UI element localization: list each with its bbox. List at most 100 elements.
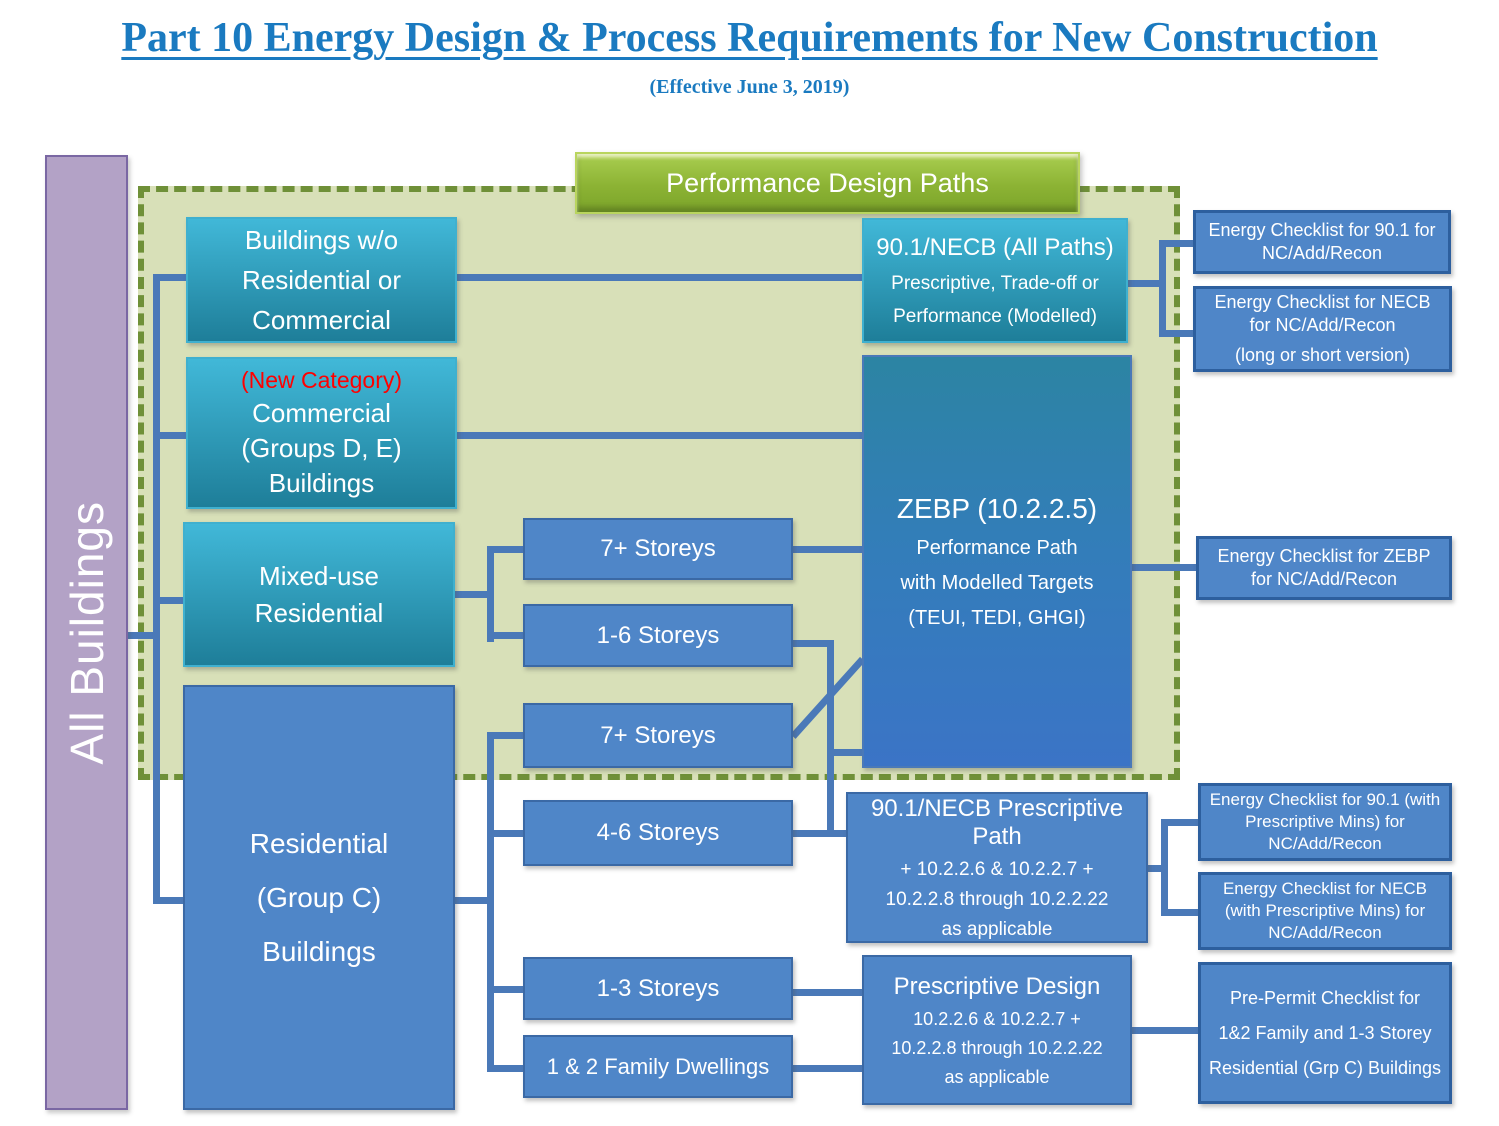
box-res-1to3-storeys: 1-3 Storeys [523, 957, 793, 1020]
checklist-prepermit: Pre-Permit Checklist for 1&2 Family and … [1198, 962, 1452, 1104]
connector-res-bracket-vertical [487, 732, 494, 1072]
page-subtitle: (Effective June 3, 2019) [649, 76, 850, 98]
box-line: Buildings [268, 468, 375, 499]
box-line: Energy Checklist for NECB (with Prescrip… [1222, 878, 1428, 943]
checklist-necb-nc: Energy Checklist for NECB for NC/Add/Rec… [1193, 286, 1452, 372]
box-line: Prescriptive, Trade-off or [891, 272, 1099, 294]
checklist-901-prescriptive-mins: Energy Checklist for 90.1 (with Prescrip… [1198, 783, 1452, 861]
connector-mixed-to-7plus [487, 546, 523, 553]
connector-res-to-7plus [487, 732, 523, 739]
connector-4to6-to-prescriptive-path [793, 830, 846, 837]
box-residential-group-c: Residential (Group C) Buildings [183, 685, 455, 1110]
box-line: as applicable [941, 918, 1053, 940]
box-line: Energy Checklist for 90.1 (with Prescrip… [1209, 789, 1441, 854]
box-line: Buildings [262, 935, 376, 967]
box-line: 10.2.2.8 through 10.2.2.22 [891, 1037, 1103, 1058]
connector-res-to-4to6 [487, 830, 523, 837]
box-title: ZEBP (10.2.2.5) [896, 493, 1098, 524]
connector-prescdesign-to-prepermit [1132, 1027, 1198, 1034]
box-line: Buildings w/o [244, 224, 399, 255]
new-category-tag: (New Category) [240, 366, 403, 393]
connector-necb-to-bracket [1128, 280, 1166, 287]
box-line: (Group C) [256, 881, 382, 913]
performance-design-paths-label: Performance Design Paths [666, 167, 989, 198]
box-line: Energy Checklist for 90.1 for NC/Add/Rec… [1208, 219, 1436, 263]
checklist-zebp-nc: Energy Checklist for ZEBP for NC/Add/Rec… [1196, 536, 1452, 600]
box-line: 7+ Storeys [600, 535, 716, 562]
box-prescriptive-design: Prescriptive Design 10.2.2.6 & 10.2.2.7 … [862, 955, 1132, 1105]
connector-junction-to-zebp [827, 749, 862, 756]
box-res-7plus-storeys: 7+ Storeys [523, 703, 793, 768]
connector-1to6-horizontal [793, 640, 834, 647]
box-line: Residential or [242, 264, 401, 295]
box-line: Performance Path [916, 537, 1078, 559]
box-line: 1&2 Family and 1-3 Storey [1218, 1022, 1432, 1043]
box-line: (Groups D, E) [241, 432, 402, 463]
connector-family-to-prescriptive-design [793, 1065, 862, 1072]
box-line: Energy Checklist for ZEBP for NC/Add/Rec… [1217, 545, 1431, 589]
box-line: 4-6 Storeys [596, 819, 720, 846]
connector-res-to-1to3 [487, 986, 523, 993]
box-line: Commercial [252, 397, 391, 428]
page-title: Part 10 Energy Design & Process Requirem… [121, 15, 1378, 61]
box-line: Pre-Permit Checklist for [1229, 987, 1421, 1008]
box-line: as applicable [944, 1066, 1050, 1087]
connector-commercial-to-zebp [457, 432, 862, 439]
connector-no-res-comm-to-necb [457, 274, 862, 281]
box-line: 1-6 Storeys [596, 621, 720, 649]
box-mixed-7plus-storeys: 7+ Storeys [523, 518, 793, 580]
box-line: 1 & 2 Family Dwellings [546, 1053, 770, 1079]
connector-left-to-no-res-comm [153, 274, 186, 281]
box-line: Energy Checklist for NECB for NC/Add/Rec… [1214, 291, 1431, 336]
box-line: Residential (Grp C) Buildings [1208, 1057, 1442, 1078]
connector-res-feeder [453, 897, 487, 904]
box-line: Performance (Modelled) [893, 305, 1097, 327]
box-line: Residential [254, 597, 384, 628]
connector-mixed-bracket-vertical [487, 546, 494, 642]
box-901-necb-prescriptive-path: 90.1/NECB Prescriptive Path + 10.2.2.6 &… [846, 792, 1148, 943]
connector-bracket-to-ck-901 [1159, 240, 1193, 247]
all-buildings-label: All Buildings [60, 500, 113, 765]
box-line: 7+ Storeys [600, 721, 716, 749]
all-buildings-bar: All Buildings [45, 155, 128, 1110]
connector-1to3-to-prescriptive-design [793, 989, 862, 996]
box-res-4to6-storeys: 4-6 Storeys [523, 800, 793, 866]
box-title: 90.1/NECB (All Paths) [876, 233, 1114, 261]
connector-mid-bracket-vertical [1161, 819, 1168, 916]
box-title: Prescriptive Design [893, 972, 1101, 1000]
box-line: with Modelled Targets [900, 572, 1094, 594]
connector-left-to-residential [153, 897, 185, 904]
box-zebp: ZEBP (10.2.2.5) Performance Path with Mo… [862, 355, 1132, 768]
connector-mixed-feeder [453, 591, 487, 598]
box-line: 10.2.2.6 & 10.2.2.7 + [913, 1008, 1081, 1029]
connector-top-bracket-vertical [1159, 240, 1166, 337]
box-title: 90.1/NECB Prescriptive Path [870, 794, 1124, 850]
connector-junction-vertical [827, 640, 834, 836]
connector-left-to-mixed-use [153, 597, 183, 604]
box-line: Mixed-use [259, 561, 379, 592]
connector-bracket-to-ck-901-presc [1161, 819, 1198, 826]
connector-left-to-commercial [153, 432, 186, 439]
box-line: (TEUI, TEDI, GHGI) [908, 607, 1086, 629]
box-mixed-1to6-storeys: 1-6 Storeys [523, 604, 793, 667]
box-line: + 10.2.2.6 & 10.2.2.7 + [900, 858, 1094, 880]
performance-design-paths-header: Performance Design Paths [575, 152, 1080, 214]
box-line: Commercial [252, 305, 391, 336]
box-line: 1-3 Storeys [596, 974, 720, 1002]
box-line: (long or short version) [1234, 344, 1411, 365]
checklist-901-nc: Energy Checklist for 90.1 for NC/Add/Rec… [1193, 210, 1451, 274]
box-line: Residential [249, 827, 389, 859]
box-buildings-wo-res-comm: Buildings w/o Residential or Commercial [186, 217, 457, 343]
connector-prescpath-to-bracket [1148, 865, 1166, 872]
connector-bracket-to-ck-necb-presc [1161, 909, 1198, 916]
connector-mixed7plus-to-zebp [793, 546, 862, 553]
connector-zebp-to-ck-zebp [1132, 564, 1196, 571]
box-commercial-groups-de: (New Category) Commercial (Groups D, E) … [186, 357, 457, 509]
connector-left-vertical [153, 274, 160, 904]
connector-mixed-to-1to6 [487, 632, 523, 639]
box-1and2-family-dwellings: 1 & 2 Family Dwellings [523, 1035, 793, 1098]
checklist-necb-prescriptive-mins: Energy Checklist for NECB (with Prescrip… [1198, 872, 1452, 950]
connector-bracket-to-ck-necb [1159, 330, 1193, 337]
connector-all-buildings-feeder [126, 632, 153, 639]
